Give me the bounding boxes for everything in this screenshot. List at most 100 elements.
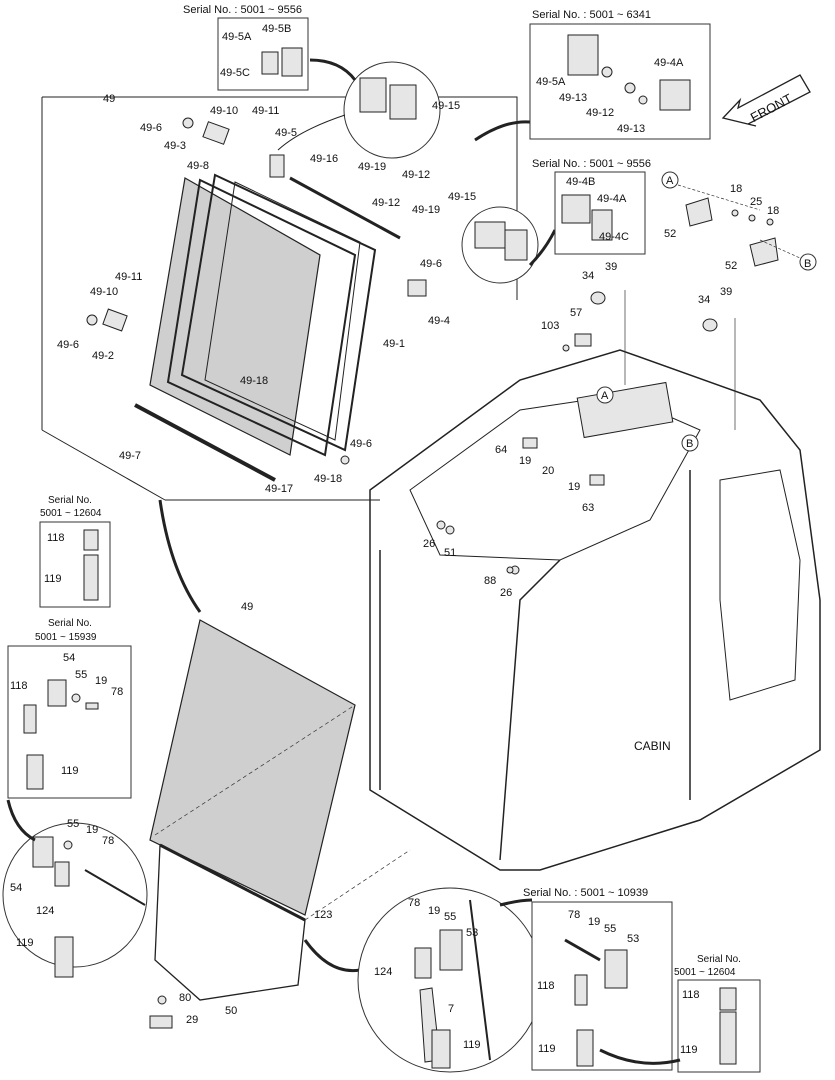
callout-29: 29 bbox=[186, 1014, 198, 1026]
part-55-a bbox=[71, 693, 81, 703]
callout-119-e: 119 bbox=[538, 1043, 556, 1055]
callout-124-a: 124 bbox=[36, 905, 54, 917]
washer-25 bbox=[748, 214, 756, 222]
leader-curve-bottom-right bbox=[599, 1048, 681, 1065]
callout-mr-49-4C: 49-4C bbox=[599, 231, 629, 243]
marker-A-top bbox=[661, 171, 679, 189]
serial-label-top-left: Serial No. : 5001 ~ 9556 bbox=[183, 4, 302, 16]
callout-118-d: 118 bbox=[682, 989, 700, 1001]
callout-49-10-b: 49-10 bbox=[90, 286, 118, 298]
callout-118-a: 118 bbox=[47, 532, 65, 544]
callout-49-17: 49-17 bbox=[265, 483, 293, 495]
part-118-b bbox=[23, 704, 37, 734]
callout-tr-49-5A: 49-5A bbox=[536, 76, 566, 88]
callout-25: 25 bbox=[750, 196, 762, 208]
marker-B-top bbox=[799, 253, 817, 271]
part-119-c bbox=[54, 936, 74, 978]
callout-119-b: 119 bbox=[61, 765, 79, 777]
callout-119-a: 119 bbox=[44, 573, 62, 585]
detail-edge-left bbox=[84, 869, 146, 906]
part-49-5B bbox=[281, 47, 303, 77]
callout-49-5B: 49-5B bbox=[262, 23, 291, 35]
part-119-a bbox=[83, 554, 99, 601]
bolt-26-a bbox=[436, 520, 446, 530]
callout-19-e: 19 bbox=[428, 905, 440, 917]
nut-18-b bbox=[766, 218, 774, 226]
frame-border-bottom bbox=[41, 429, 166, 501]
serial-box-bottom-right bbox=[599, 979, 761, 1073]
bracket-52-b bbox=[749, 237, 779, 267]
leader-door-cabin bbox=[154, 704, 356, 836]
part-49-4B bbox=[561, 194, 591, 224]
callout-78-b: 78 bbox=[102, 835, 114, 847]
callout-49-6-b: 49-6 bbox=[420, 258, 442, 270]
rail-49-16 bbox=[289, 176, 401, 240]
callout-49-15-a: 49-15 bbox=[432, 100, 460, 112]
callout-49-2: 49-2 bbox=[92, 350, 114, 362]
bolt-49-6-bottom bbox=[340, 455, 350, 465]
callout-49-5A: 49-5A bbox=[222, 31, 252, 43]
leader-curve-4 bbox=[277, 114, 346, 151]
serial-box-top-right bbox=[529, 23, 711, 140]
callout-49-5C: 49-5C bbox=[220, 67, 250, 79]
callout-51: 51 bbox=[444, 547, 456, 559]
part-124-a bbox=[54, 861, 70, 887]
bolt-26-b bbox=[506, 566, 514, 574]
serial-box-left-1 bbox=[39, 521, 111, 608]
callout-19-f: 19 bbox=[588, 916, 600, 928]
part-119-d bbox=[431, 1029, 451, 1069]
callout-63: 63 bbox=[582, 502, 594, 514]
bolt-51 bbox=[445, 525, 455, 535]
door-rail-123 bbox=[159, 843, 306, 922]
callout-49-4: 49-4 bbox=[428, 315, 450, 327]
callout-119-f: 119 bbox=[680, 1044, 698, 1056]
callout-55-a: 55 bbox=[75, 669, 87, 681]
callout-tr-49-4A: 49-4A bbox=[654, 57, 684, 69]
upper-window-frame-group bbox=[41, 58, 557, 501]
bracket-52-a bbox=[685, 197, 713, 227]
cabin-body bbox=[369, 290, 821, 871]
callout-80: 80 bbox=[179, 992, 191, 1004]
cabin-side-window bbox=[719, 469, 801, 701]
serial-label-top-right: Serial No. : 5001 ~ 6341 bbox=[532, 9, 651, 21]
callout-49-6-d: 49-6 bbox=[350, 438, 372, 450]
callout-19-d: 19 bbox=[86, 824, 98, 836]
door-glass-49 bbox=[149, 619, 356, 916]
callout-49-16: 49-16 bbox=[310, 153, 338, 165]
callout-49-mid: 49 bbox=[241, 601, 253, 613]
callout-tr-49-13-a: 49-13 bbox=[559, 92, 587, 104]
callout-123: 123 bbox=[314, 909, 332, 921]
detail-latch-c bbox=[474, 221, 506, 249]
callout-49-6-c: 49-6 bbox=[57, 339, 79, 351]
part-118-d bbox=[719, 987, 737, 1011]
serial-box-top-left bbox=[217, 17, 309, 91]
callout-49-11-a: 49-11 bbox=[252, 105, 279, 117]
serial-left-1-range: 5001 ~ 12604 bbox=[40, 508, 102, 519]
callout-57: 57 bbox=[570, 307, 582, 319]
callout-49-19-a: 49-19 bbox=[358, 161, 386, 173]
callout-119-c: 119 bbox=[16, 937, 34, 949]
bolt-49-6-top bbox=[182, 117, 194, 129]
callout-52-a: 52 bbox=[664, 228, 676, 240]
part-119-e bbox=[576, 1029, 594, 1067]
bracket-49-2 bbox=[102, 308, 128, 332]
serial-bottom-right-title: Serial No. bbox=[697, 954, 741, 965]
leader-door-cabin-2 bbox=[304, 849, 411, 921]
serial-box-bottom-mid bbox=[531, 901, 673, 1071]
part-118-c bbox=[574, 974, 588, 1006]
part-49-4A-tr bbox=[659, 79, 691, 111]
marker-B-roof bbox=[681, 434, 699, 452]
cabin-roof-opening bbox=[409, 394, 701, 561]
callout-118-b: 118 bbox=[10, 680, 28, 692]
callout-49-15-b: 49-15 bbox=[448, 191, 476, 203]
callout-A-top: A bbox=[666, 175, 674, 187]
callout-mr-49-4A: 49-4A bbox=[597, 193, 627, 205]
callout-19-a: 19 bbox=[519, 455, 531, 467]
leader-curve-1 bbox=[309, 58, 357, 81]
callout-18-a: 18 bbox=[730, 183, 742, 195]
callout-78-d: 78 bbox=[568, 909, 580, 921]
leader-curve-bottom bbox=[499, 898, 533, 907]
callout-B-roof: B bbox=[686, 438, 693, 450]
callout-88: 88 bbox=[484, 575, 496, 587]
